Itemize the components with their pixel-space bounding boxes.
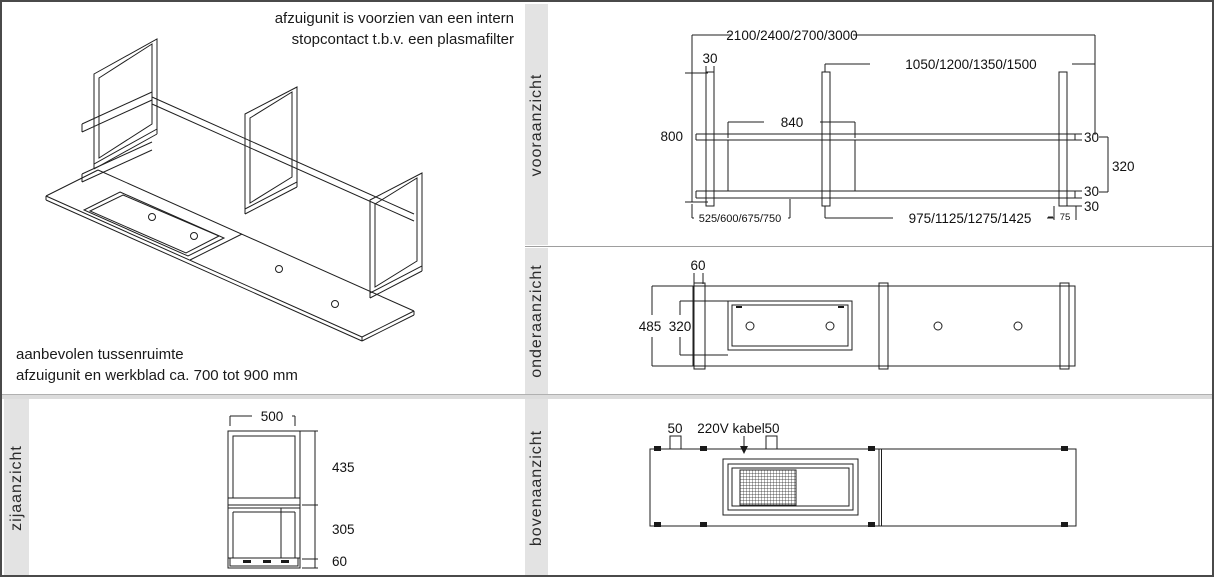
top-view-drawing: 50 220V kabel 50 [649, 421, 1077, 527]
bottom-view-band [525, 248, 548, 394]
front-dim-right-bottom-span: 975/1125/1275/1425 [909, 211, 1032, 226]
bottom-dim-inner-depth: 320 [669, 319, 692, 334]
side-view-band [4, 399, 29, 575]
front-dim-inner-height: 320 [1112, 159, 1135, 174]
front-view-drawing: 2100/2400/2700/3000 30 1050/1200/1350/15… [660, 28, 1135, 226]
note-tussenruimte-line1: aanbevolen tussenruimte [16, 346, 184, 363]
front-dim-rail-top: 30 [1084, 130, 1099, 145]
front-geometry [685, 34, 1109, 220]
front-dim-height: 800 [660, 129, 683, 144]
side-foot-mark-3 [281, 560, 289, 563]
iso-base-platform [45, 169, 415, 342]
bottom-corner-mark-left [736, 306, 742, 308]
front-dim-filter-width: 840 [781, 115, 804, 130]
side-view-drawing: 500 435 305 60 [227, 409, 355, 569]
side-dim-foot-height: 60 [332, 554, 347, 569]
note-plasmafilter: afzuigunit is voorzien van een intern st… [182, 8, 514, 50]
iso-shelves [81, 91, 153, 183]
side-geometry [227, 415, 318, 569]
front-dim-end-offset: 75 [1060, 212, 1071, 223]
cable-arrow-icon [740, 446, 748, 454]
iso-filter-recess [82, 191, 226, 257]
bottom-dim-depth: 485 [639, 319, 662, 334]
iso-middle-panel [244, 86, 298, 215]
side-dim-lower-height: 305 [332, 522, 355, 537]
top-dim-tab-left: 50 [667, 421, 682, 436]
top-geometry [649, 435, 1077, 527]
iso-rails [151, 96, 415, 222]
divider-front-bottom [525, 246, 1212, 247]
bottom-dim-post-width: 60 [690, 258, 705, 273]
note-plasmafilter-line2: stopcontact t.b.v. een plasmafilter [291, 31, 514, 48]
bottom-view-drawing: 485 320 60 [639, 258, 1076, 370]
bottom-geometry [651, 273, 1076, 370]
side-foot-mark-2 [263, 560, 271, 563]
top-hatch-grille [739, 469, 797, 506]
side-foot-mark-1 [243, 560, 251, 563]
top-mount-nubs [654, 446, 1068, 527]
bottom-corner-mark-right [838, 306, 844, 308]
top-dim-tab-right: 50 [764, 421, 779, 436]
divider-upper-lower [2, 394, 1212, 399]
isometric-drawing [45, 38, 423, 342]
note-plasmafilter-line1: afzuigunit is voorzien van een intern [274, 10, 514, 27]
iso-left-panel [93, 38, 158, 170]
side-dim-width: 500 [261, 409, 284, 424]
iso-right-holes [275, 265, 339, 308]
note-tussenruimte-line2: afzuigunit en werkblad ca. 700 tot 900 m… [16, 367, 298, 384]
top-cable-label: 220V kabel [697, 421, 765, 436]
side-dim-upper-height: 435 [332, 460, 355, 475]
note-tussenruimte: aanbevolen tussenruimte afzuigunit en we… [16, 344, 376, 386]
front-view-band [525, 4, 548, 245]
front-dim-post-width: 30 [702, 51, 717, 66]
front-dim-total-width: 2100/2400/2700/3000 [726, 28, 857, 43]
front-dim-left-bottom-span: 525/600/675/750 [699, 213, 782, 225]
front-dim-overhang: 30 [1084, 199, 1099, 214]
top-view-band [525, 399, 548, 575]
front-dim-rail-bottom: 30 [1084, 184, 1099, 199]
iso-right-panel [369, 172, 423, 299]
front-dim-right-span: 1050/1200/1350/1500 [905, 57, 1036, 72]
